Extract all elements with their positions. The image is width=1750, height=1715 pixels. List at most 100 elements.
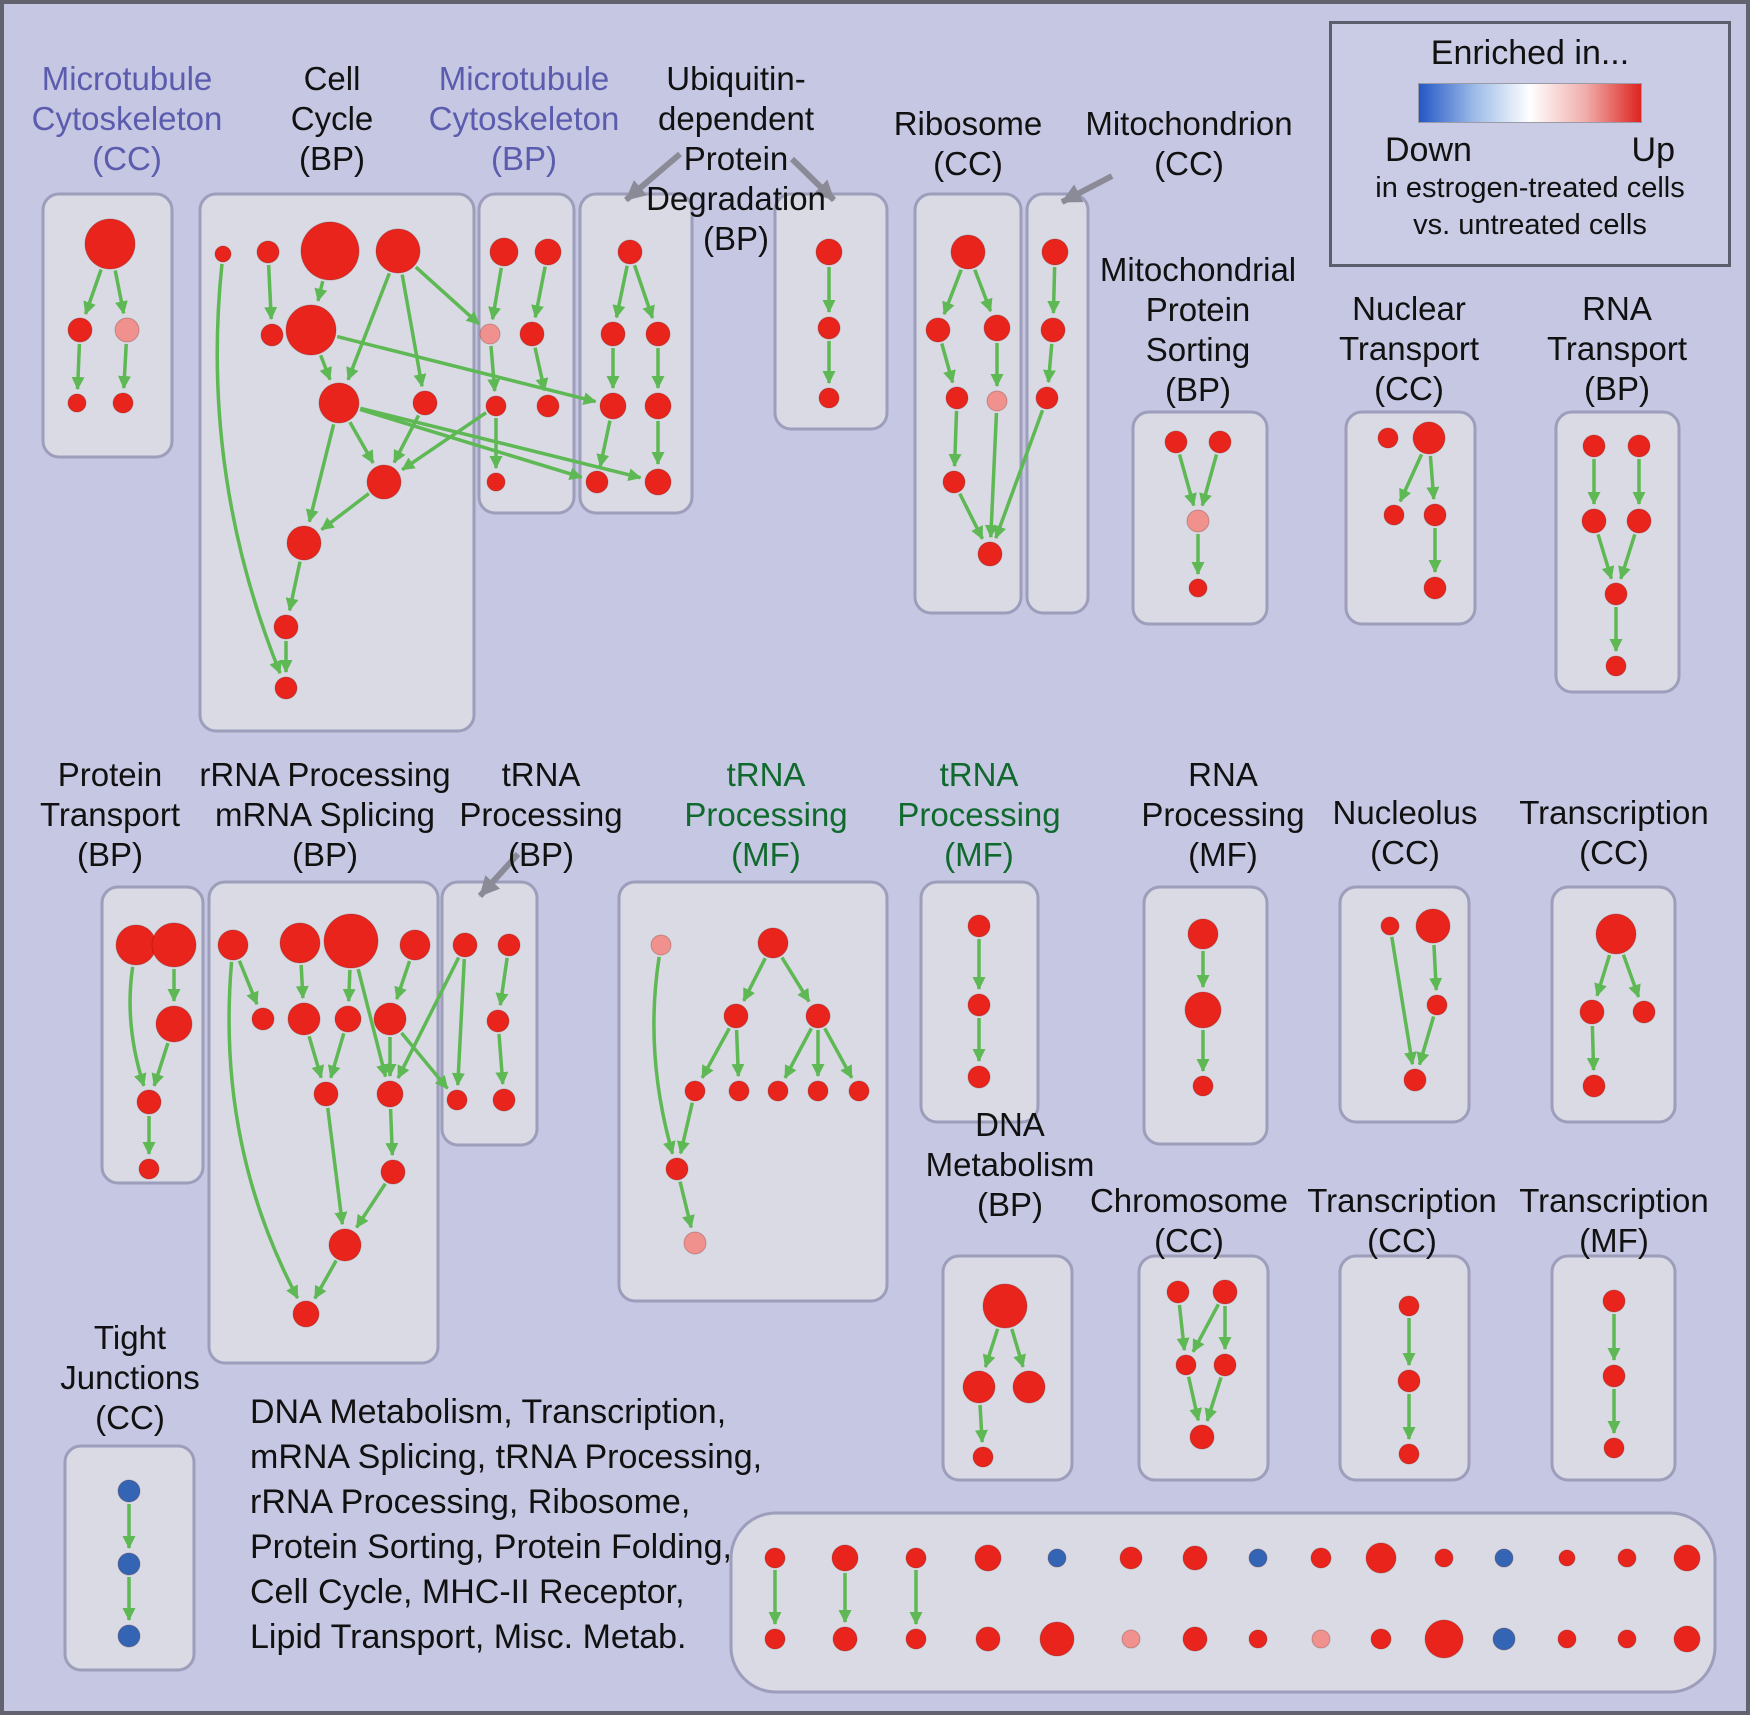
go-node-h3 [967, 1065, 991, 1089]
go-node-w2 [497, 933, 521, 957]
edge-rt4-rt5 [1618, 533, 1637, 580]
go-node-d4 [972, 1446, 994, 1468]
go-node-e1 [1166, 1280, 1190, 1304]
go-node-nt5 [1423, 576, 1447, 600]
go-node-bb14 [1617, 1629, 1637, 1649]
go-node-b4 [519, 321, 545, 347]
go-node-c10 [286, 525, 322, 561]
go-node-bb8 [1248, 1629, 1268, 1649]
go-node-r4 [945, 386, 969, 410]
go-node-rt1 [1582, 434, 1606, 458]
edge-w1-q10 [396, 956, 461, 1079]
go-node-g1 [650, 934, 672, 956]
edge-q13-q14 [313, 1259, 338, 1300]
edge-g3-g5 [700, 1027, 731, 1079]
edge-m1-m3 [113, 270, 128, 315]
edge-t1-t2 [1047, 266, 1061, 315]
legend-gradient-bar [1418, 83, 1642, 123]
edge-q12-q13 [355, 1182, 387, 1229]
edge-u4-u6 [596, 420, 612, 468]
cluster-box-microtubule-bp [477, 192, 576, 515]
cluster-box-dna-metabolism-bp [941, 1254, 1074, 1482]
go-node-tj3 [117, 1624, 141, 1648]
go-node-g6 [728, 1080, 750, 1102]
edge-b2-b4 [531, 266, 547, 319]
nodes-layer [67, 218, 1701, 1659]
cluster-box-nuclear-transport-cc [1344, 410, 1477, 626]
go-node-bb11 [1424, 1619, 1464, 1659]
go-node-e2 [1212, 1279, 1238, 1305]
edge-e1-e3 [1176, 1304, 1190, 1352]
go-node-m4 [67, 393, 87, 413]
edge-c10-c11 [285, 561, 302, 612]
go-node-bt1 [764, 1547, 786, 1569]
edge-q9-q13 [326, 1107, 348, 1226]
go-node-bt5 [1047, 1548, 1067, 1568]
go-node-bb10 [1370, 1628, 1392, 1650]
edge-k1-k2 [1594, 954, 1612, 997]
legend-ends-row: Down Up [1385, 131, 1675, 170]
go-node-t1 [1041, 238, 1069, 266]
go-node-v2 [817, 316, 841, 340]
go-node-bt9 [1310, 1547, 1332, 1569]
edge-rt3-rt5 [1596, 533, 1615, 580]
edge-g2-g3 [742, 957, 767, 1002]
go-node-d2 [962, 1370, 996, 1404]
edge-p1-p4 [128, 966, 147, 1087]
edge-m3-m5 [117, 343, 131, 390]
edge-e3-e5 [1186, 1376, 1203, 1422]
cluster-box-mitochondrion-cc [1025, 192, 1090, 615]
go-node-u2 [600, 321, 626, 347]
cluster-box-rrna-mrna-bp [207, 880, 440, 1365]
go-node-s1 [1164, 430, 1188, 454]
edge-c6-u4 [336, 334, 597, 405]
go-node-u5 [644, 392, 672, 420]
go-node-nt2 [1412, 421, 1446, 455]
go-node-j2 [1415, 908, 1451, 944]
go-node-u7 [644, 468, 672, 496]
edge-d1-d2 [982, 1328, 1000, 1368]
go-node-rt3 [1581, 508, 1607, 534]
go-node-g4 [805, 1003, 831, 1029]
go-node-rt6 [1605, 655, 1627, 677]
go-node-g3 [723, 1003, 749, 1029]
edge-u1-u2 [612, 265, 629, 319]
go-node-m3 [114, 317, 140, 343]
edge-j2-j3 [1429, 944, 1443, 992]
edge-c7-u6 [359, 407, 583, 481]
edge-r6-r7 [958, 492, 984, 540]
go-node-m2 [67, 317, 93, 343]
go-node-r7 [977, 541, 1003, 567]
go-node-bt4 [974, 1544, 1002, 1572]
edge-w2-w3 [495, 957, 509, 1007]
go-node-p2 [151, 922, 197, 968]
go-node-g8 [807, 1080, 829, 1102]
cluster-box-ribosome-cc [913, 192, 1023, 615]
cluster-box-transcription-cc-2 [1338, 1254, 1471, 1482]
cluster-box-microtubule-cc [41, 192, 174, 459]
go-node-x2 [1602, 1364, 1626, 1388]
edge-q10-q12 [385, 1108, 399, 1157]
go-node-i1 [1187, 918, 1219, 950]
edge-r1-r3 [973, 269, 993, 313]
edge-c4-c7 [346, 272, 391, 381]
edge-c3-c6 [314, 280, 328, 302]
go-node-k3 [1632, 1000, 1656, 1024]
legend-down-label: Down [1385, 131, 1472, 169]
cluster-box-rna-transport-bp [1554, 410, 1681, 694]
go-node-rt5 [1604, 582, 1628, 606]
go-node-e5 [1189, 1424, 1215, 1450]
go-node-bb5 [1039, 1621, 1075, 1657]
edge-q3-q7 [342, 969, 356, 1003]
edge-nt2-nt3 [1398, 453, 1424, 503]
go-node-c8 [412, 390, 438, 416]
edge-e4-e5 [1204, 1376, 1223, 1422]
go-node-q8 [373, 1002, 407, 1036]
network-diagram [41, 151, 1717, 1694]
go-node-q5 [251, 1007, 275, 1031]
go-node-rt2 [1627, 434, 1651, 458]
edge-g5-g10 [676, 1102, 695, 1155]
edge-c7-c10 [305, 423, 336, 523]
go-node-t3 [1035, 386, 1059, 410]
go-node-m1 [84, 218, 136, 270]
